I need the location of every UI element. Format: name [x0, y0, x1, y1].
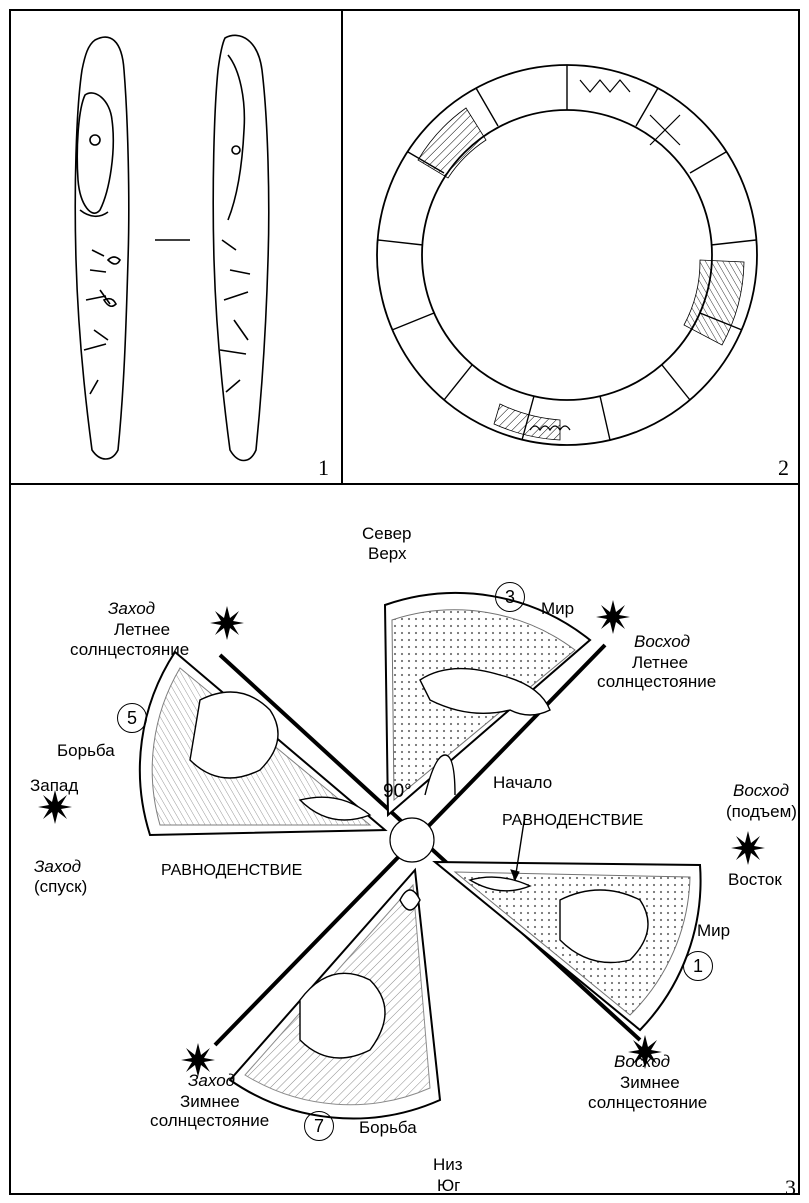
- label-sunrise-ne: Восход: [634, 631, 690, 652]
- label-top: Верх: [368, 543, 407, 564]
- label-struggle-left: Борьба: [57, 740, 115, 761]
- label-ascent: (подъем): [726, 801, 797, 822]
- label-descent: (спуск): [34, 876, 87, 897]
- bone-artifact-front: [75, 37, 129, 459]
- label-bottom: Низ: [433, 1154, 463, 1175]
- label-sunrise-se: Восход: [614, 1051, 670, 1072]
- label-summer-ne: Летнее: [632, 652, 688, 673]
- label-winter-se: Зимнее: [620, 1072, 680, 1093]
- label-beginning: Начало: [493, 772, 552, 793]
- label-solstice-ne: солнцестояние: [597, 671, 716, 692]
- sector-number-3: 3: [495, 582, 525, 612]
- label-north: Север: [362, 523, 411, 544]
- label-winter-sw: Зимнее: [180, 1091, 240, 1112]
- label-solstice-sw: солнцестояние: [150, 1110, 269, 1131]
- label-sunset-sw: Заход: [188, 1070, 235, 1091]
- sector-number-1: 1: [683, 951, 713, 981]
- star-burst-icon-nw: [210, 606, 244, 640]
- sector-number-5: 5: [117, 703, 147, 733]
- label-angle: 90°: [383, 781, 412, 802]
- label-mir-right: Мир: [697, 920, 730, 941]
- label-south: Юг: [437, 1175, 460, 1196]
- label-west: Запад: [30, 775, 78, 796]
- label-solstice-nw: солнцестояние: [70, 639, 189, 660]
- label-struggle-bottom: Борьба: [359, 1117, 417, 1138]
- label-mir-top: Мир: [541, 598, 574, 619]
- sector-number-7: 7: [304, 1111, 334, 1141]
- star-burst-icon-ne: [596, 600, 630, 634]
- bone-artifact-back: [213, 35, 269, 460]
- star-burst-icon-e: [731, 831, 765, 865]
- label-east: Восток: [728, 869, 782, 890]
- label-sunrise-e: Восход: [733, 780, 789, 801]
- label-summer-nw: Летнее: [114, 619, 170, 640]
- label-sunset-w: Заход: [34, 856, 81, 877]
- label-solstice-se: солнцестояние: [588, 1092, 707, 1113]
- label-equinox-left: РАВНОДЕНСТВИЕ: [161, 860, 302, 881]
- decorated-ring: [377, 65, 757, 445]
- label-sunset-nw: Заход: [108, 598, 155, 619]
- label-equinox-right: РАВНОДЕНСТВИЕ: [502, 810, 643, 831]
